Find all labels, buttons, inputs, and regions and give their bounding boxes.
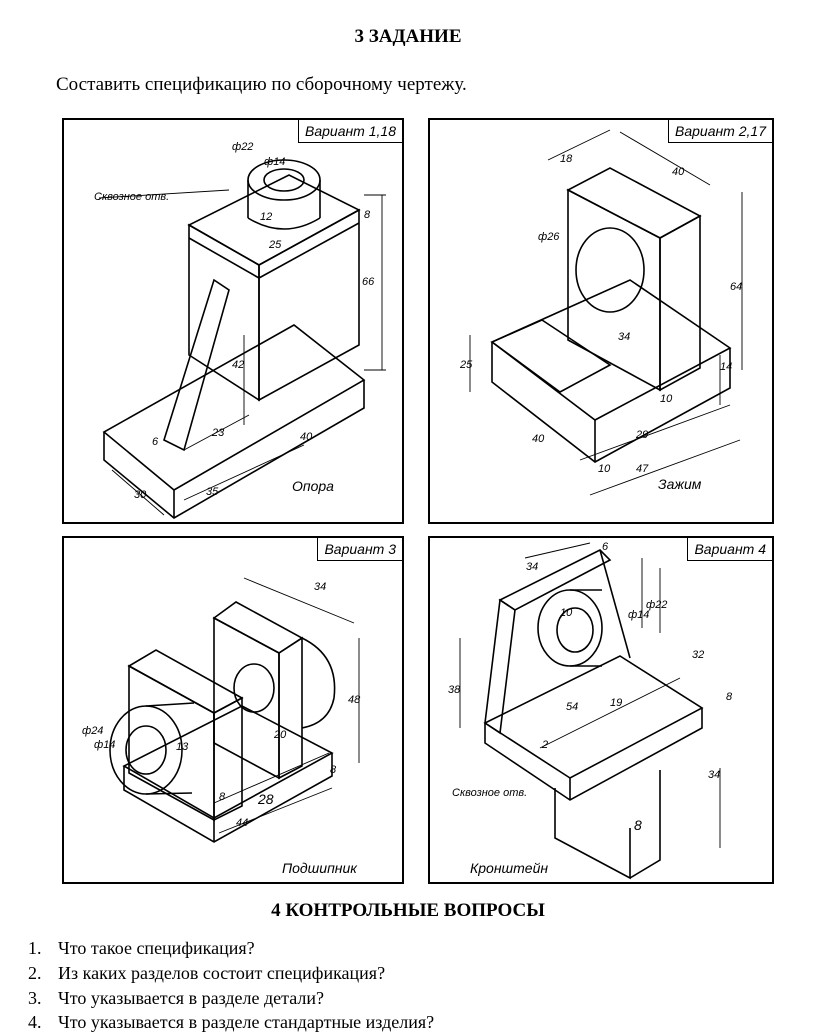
dim-8-right: 8 [330, 764, 337, 776]
dim-42: 42 [232, 359, 244, 371]
part-name: Подшипник [282, 860, 357, 876]
dim-40-base: 40 [532, 433, 545, 445]
dim-64: 64 [730, 281, 742, 293]
dim-18: 18 [560, 153, 573, 165]
dim-34-side: 34 [708, 769, 720, 781]
dim-8: 8 [364, 209, 371, 221]
zazhim-isometric-drawing: 18 40 ф26 64 34 25 14 10 40 29 10 47 [459, 129, 743, 496]
list-item: 2.Из каких разделов состоит спецификация… [28, 963, 386, 983]
drawing-variant-4: 34 6 10 ф14 ф22 32 38 54 19 8 2 34 8 Скв… [428, 536, 774, 884]
drawing-variant-2: 18 40 ф26 64 34 25 14 10 40 29 10 47 Вар… [428, 118, 774, 524]
dim-23: 23 [211, 427, 225, 439]
dim-35: 35 [206, 486, 219, 498]
dim-34: 34 [314, 581, 326, 593]
dim-6: 6 [152, 436, 159, 448]
dim-6: 6 [602, 541, 609, 553]
drawing-variant-1: 66 8 ф22 ф14 12 25 42 6 23 40 30 35 Скво… [62, 118, 404, 524]
dim-47: 47 [636, 463, 649, 475]
questions-heading: 4 КОНТРОЛЬНЫЕ ВОПРОСЫ [271, 900, 545, 921]
task-instruction: Составить спецификацию по сборочному чер… [56, 74, 467, 95]
dim-44: 44 [236, 817, 248, 829]
dim-d14: ф14 [628, 609, 649, 621]
variant-label: Вариант 2,17 [668, 120, 772, 143]
dim-40-top: 40 [672, 166, 685, 178]
variant-label: Вариант 4 [687, 538, 772, 561]
dim-14: 14 [720, 361, 732, 373]
dim-19: 19 [610, 697, 622, 709]
dim-40: 40 [300, 431, 313, 443]
through-hole-note: Сквозное отв. [94, 191, 169, 203]
through-hole-note: Сквозное отв. [452, 787, 527, 799]
dim-13: 13 [176, 741, 189, 753]
dim-29: 29 [635, 429, 648, 441]
dim-25: 25 [459, 359, 473, 371]
dim-54: 54 [566, 701, 578, 713]
dim-10-bottom: 10 [598, 463, 611, 475]
dim-d22: ф22 [646, 599, 667, 611]
dim-34: 34 [618, 331, 630, 343]
dim-d14: ф14 [264, 156, 285, 168]
list-item: 3.Что указывается в разделе детали? [28, 988, 324, 1008]
dim-20: 20 [273, 729, 287, 741]
dim-25: 25 [268, 239, 282, 251]
dim-66: 66 [362, 276, 375, 288]
dim-38: 38 [448, 684, 461, 696]
podshipnik-isometric-drawing: 34 ф24 ф14 13 48 20 8 8 28 44 [82, 577, 361, 843]
dim-10-right: 10 [660, 393, 673, 405]
part-name: Опора [292, 478, 334, 494]
dim-28: 28 [257, 791, 274, 807]
dim-34-top: 34 [526, 561, 538, 573]
drawing-variant-3: 34 ф24 ф14 13 48 20 8 8 28 44 Вариант 3 … [62, 536, 404, 884]
dim-8-right: 8 [726, 691, 733, 703]
dim-d14: ф14 [94, 739, 115, 751]
variant-label: Вариант 3 [317, 538, 402, 561]
dim-30: 30 [134, 489, 147, 501]
kronshtein-isometric-drawing: 34 6 10 ф14 ф22 32 38 54 19 8 2 34 8 Скв… [448, 541, 733, 880]
dim-10: 10 [560, 607, 573, 619]
dim-32: 32 [692, 649, 704, 661]
part-name: Кронштейн [470, 860, 549, 876]
opora-isometric-drawing: 66 8 ф22 ф14 12 25 42 6 23 40 30 35 Скво… [94, 141, 386, 519]
dim-d24: ф24 [82, 725, 103, 737]
part-name: Зажим [658, 476, 702, 492]
dim-48: 48 [348, 694, 361, 706]
dim-12: 12 [260, 211, 272, 223]
dim-d22: ф22 [232, 141, 253, 153]
list-item: 1.Что такое спецификация? [28, 938, 255, 958]
list-item: 4.Что указывается в разделе стандартные … [28, 1012, 435, 1032]
dim-d26: ф26 [538, 231, 560, 243]
variant-label: Вариант 1,18 [298, 120, 402, 143]
dim-8-bottom: 8 [634, 817, 642, 833]
task-heading: 3 ЗАДАНИЕ [354, 26, 462, 47]
dim-2: 2 [541, 739, 548, 751]
dim-8-left: 8 [219, 791, 226, 803]
